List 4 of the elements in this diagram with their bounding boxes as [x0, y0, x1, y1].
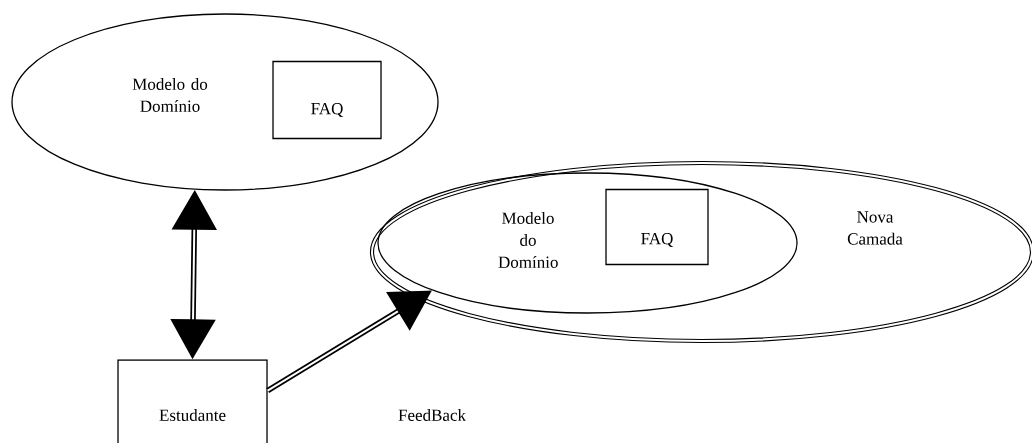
box: Estudante	[117, 359, 268, 443]
label: FeedBack	[398, 409, 466, 421]
box: FAQ	[605, 188, 709, 266]
box: FAQ	[272, 60, 382, 140]
